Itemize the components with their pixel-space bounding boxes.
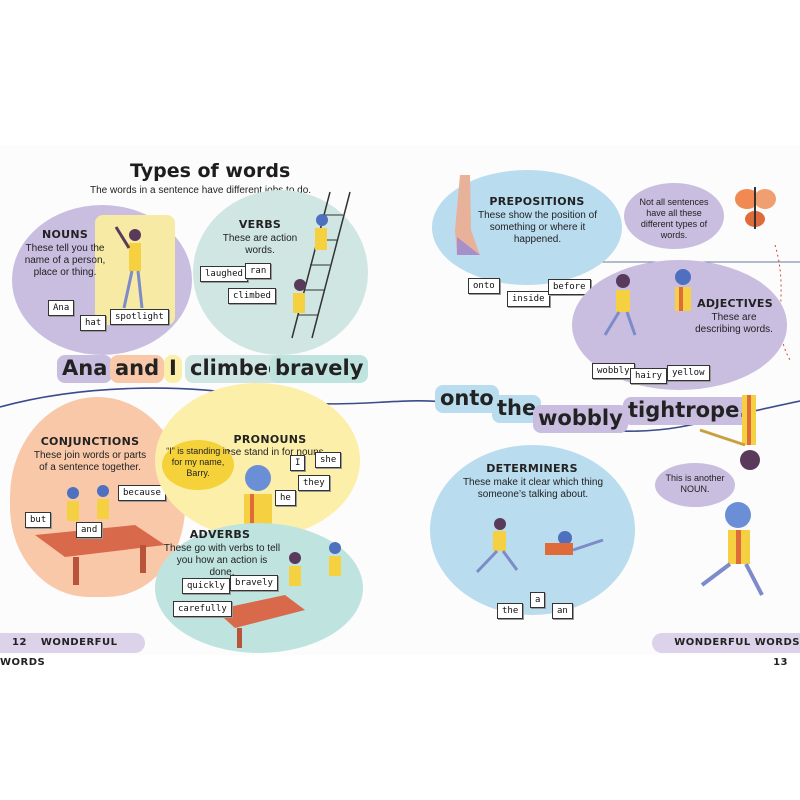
note-bubble xyxy=(624,183,724,249)
book-spread: Types of words The words in a sentence h… xyxy=(0,145,800,655)
word-card: ran xyxy=(245,263,272,279)
pronoun-note-text: “I” is standing in for my name, Barry. xyxy=(166,446,230,478)
word-card: bravely xyxy=(230,575,278,591)
word-card: laughed xyxy=(200,266,248,282)
footer-right: WONDERFUL WORDS 13 xyxy=(652,633,800,668)
determiners-heading: DETERMINERS xyxy=(486,462,578,475)
footer-left: 12 WONDERFUL WORDS xyxy=(0,633,145,668)
word-card: because xyxy=(118,485,166,501)
footer-label-right: WONDERFUL WORDS xyxy=(674,637,800,648)
sentence-word-conjunction: and xyxy=(110,355,165,383)
word-card: he xyxy=(275,490,296,506)
word-card: and xyxy=(76,522,103,538)
adverb-figures-icon xyxy=(215,542,341,648)
pronouns-text: These stand in for nouns. xyxy=(213,447,327,458)
word-card: Ana xyxy=(48,300,75,316)
word-card: spotlight xyxy=(110,309,169,325)
word-card: climbed xyxy=(228,288,276,304)
page-subtitle: The words in a sentence have different j… xyxy=(90,185,312,196)
prepositions-heading: PREPOSITIONS xyxy=(489,195,585,208)
nouns-text: These tell you the name of a person, pla… xyxy=(24,243,106,278)
page-number-left: 12 xyxy=(12,637,27,648)
conjunctions-heading: CONJUNCTIONS xyxy=(40,435,140,448)
adverbs-text: These go with verbs to tell you how an a… xyxy=(163,543,281,578)
word-card: I xyxy=(290,455,306,471)
word-card: the xyxy=(497,603,524,619)
word-card: she xyxy=(315,452,342,468)
sentence-word-noun: Ana xyxy=(57,355,113,383)
word-card: inside xyxy=(507,291,550,307)
pronoun-note-bubble xyxy=(162,440,234,490)
word-card: onto xyxy=(468,278,500,294)
butterfly-icon xyxy=(735,187,776,229)
pronouns-heading: PRONOUNS xyxy=(233,433,307,446)
page-title: Types of words xyxy=(130,160,291,182)
sentence-word-adverb: bravely xyxy=(270,355,369,383)
word-card: they xyxy=(298,475,330,491)
word-card: carefully xyxy=(173,601,232,617)
determiner-figures-icon xyxy=(475,518,604,574)
sentence-word-pronoun: I xyxy=(164,355,182,383)
ana-figure-icon xyxy=(114,226,144,309)
word-card: a xyxy=(530,592,546,608)
noun-note-text: This is another NOUN. xyxy=(665,473,725,494)
adverbs-heading: ADVERBS xyxy=(189,528,251,541)
adjectives-text: These are describing words. xyxy=(695,312,773,335)
word-card: hat xyxy=(80,315,107,331)
page-number-right: 13 xyxy=(773,657,788,668)
verbs-text: These are action words. xyxy=(222,233,298,256)
hanging-acrobats-icon xyxy=(699,395,764,596)
word-card: but xyxy=(25,512,52,528)
word-card: wobbly xyxy=(592,363,635,379)
word-card: yellow xyxy=(667,365,710,381)
adjective-figures-icon xyxy=(603,269,691,336)
word-card: quickly xyxy=(182,578,230,594)
sentence-word-preposition: onto xyxy=(435,385,499,413)
prepositions-text: These show the position of something or … xyxy=(478,210,597,245)
word-card: an xyxy=(552,603,573,619)
word-card: before xyxy=(548,279,591,295)
word-card: hairy xyxy=(630,368,668,384)
adjectives-heading: ADJECTIVES xyxy=(697,297,773,310)
verbs-heading: VERBS xyxy=(238,218,282,231)
sentence-word-adjective: wobbly xyxy=(533,405,628,433)
determiners-bubble xyxy=(430,445,635,615)
note-text: Not all sentences have all these differe… xyxy=(639,197,709,240)
determiners-text: These make it clear which thing someone’… xyxy=(462,477,604,500)
noun-note-bubble xyxy=(655,463,735,507)
ladder-icon xyxy=(291,191,351,339)
sentence-word-noun-2: tightrope. xyxy=(623,397,753,425)
foot-icon xyxy=(455,175,480,255)
table-figures-icon xyxy=(35,485,165,585)
conjunctions-text: These join words or parts of a sentence … xyxy=(33,450,147,473)
nouns-heading: NOUNS xyxy=(41,228,89,241)
footer-label-left: WONDERFUL WORDS xyxy=(0,637,118,668)
